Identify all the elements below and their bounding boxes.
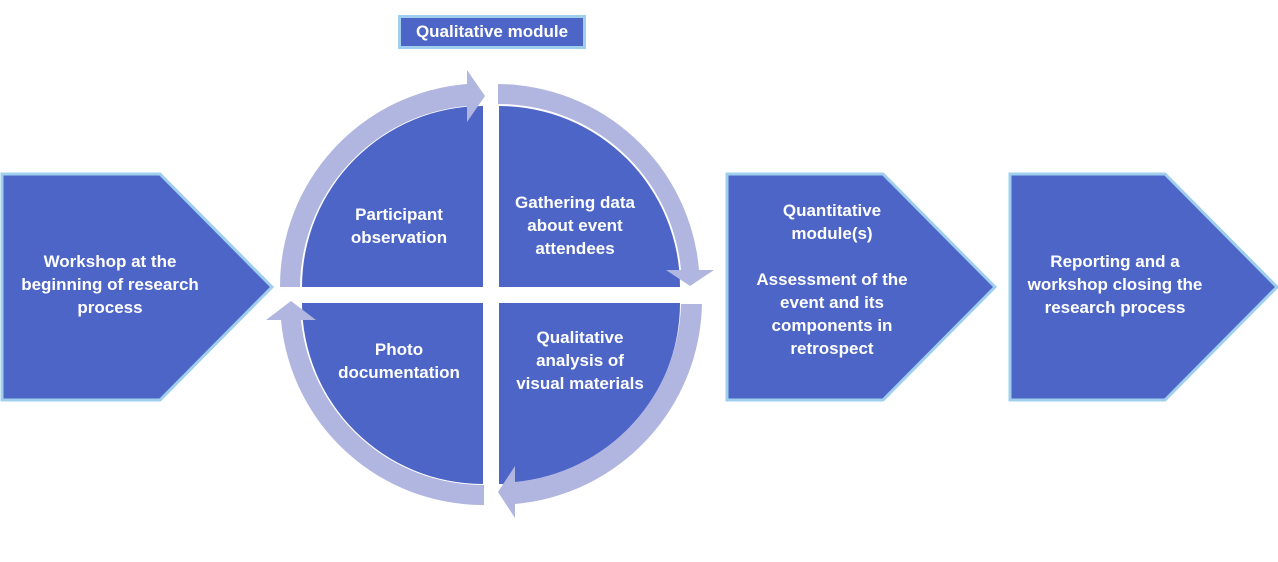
qualitative-module-label: Qualitative module — [398, 15, 586, 49]
quadrant-top-left — [302, 106, 483, 287]
cycle-arrow-bottom-right — [498, 304, 702, 518]
cycle-bottom-left-label: Photo documentation — [338, 340, 460, 382]
cycle-arrow-top-right — [498, 84, 714, 286]
cycle-arrow-bottom-left — [266, 301, 484, 506]
cycle-top-right-label: Gathering data about event attendees — [515, 193, 635, 258]
step-end-label: Reporting and a workshop closing the res… — [1027, 252, 1203, 317]
step-end-shape — [1008, 172, 1278, 402]
cycle-bottom-right-label: Qualitative analysis of visual materials — [516, 328, 644, 393]
step-quantitative-label: Quantitative module(s) Assessment of the… — [756, 201, 908, 358]
step-quantitative-shape — [725, 172, 998, 402]
cycle-top-left-label: Participant observation — [350, 205, 448, 247]
cycle-arrow-top-left — [279, 70, 485, 287]
step-start-label: Workshop at the beginning of research pr… — [21, 252, 199, 317]
step-start-shape — [0, 172, 275, 402]
quadrant-bottom-left — [302, 303, 483, 484]
quadrant-bottom-right — [499, 303, 680, 484]
quadrant-top-right — [499, 106, 680, 287]
